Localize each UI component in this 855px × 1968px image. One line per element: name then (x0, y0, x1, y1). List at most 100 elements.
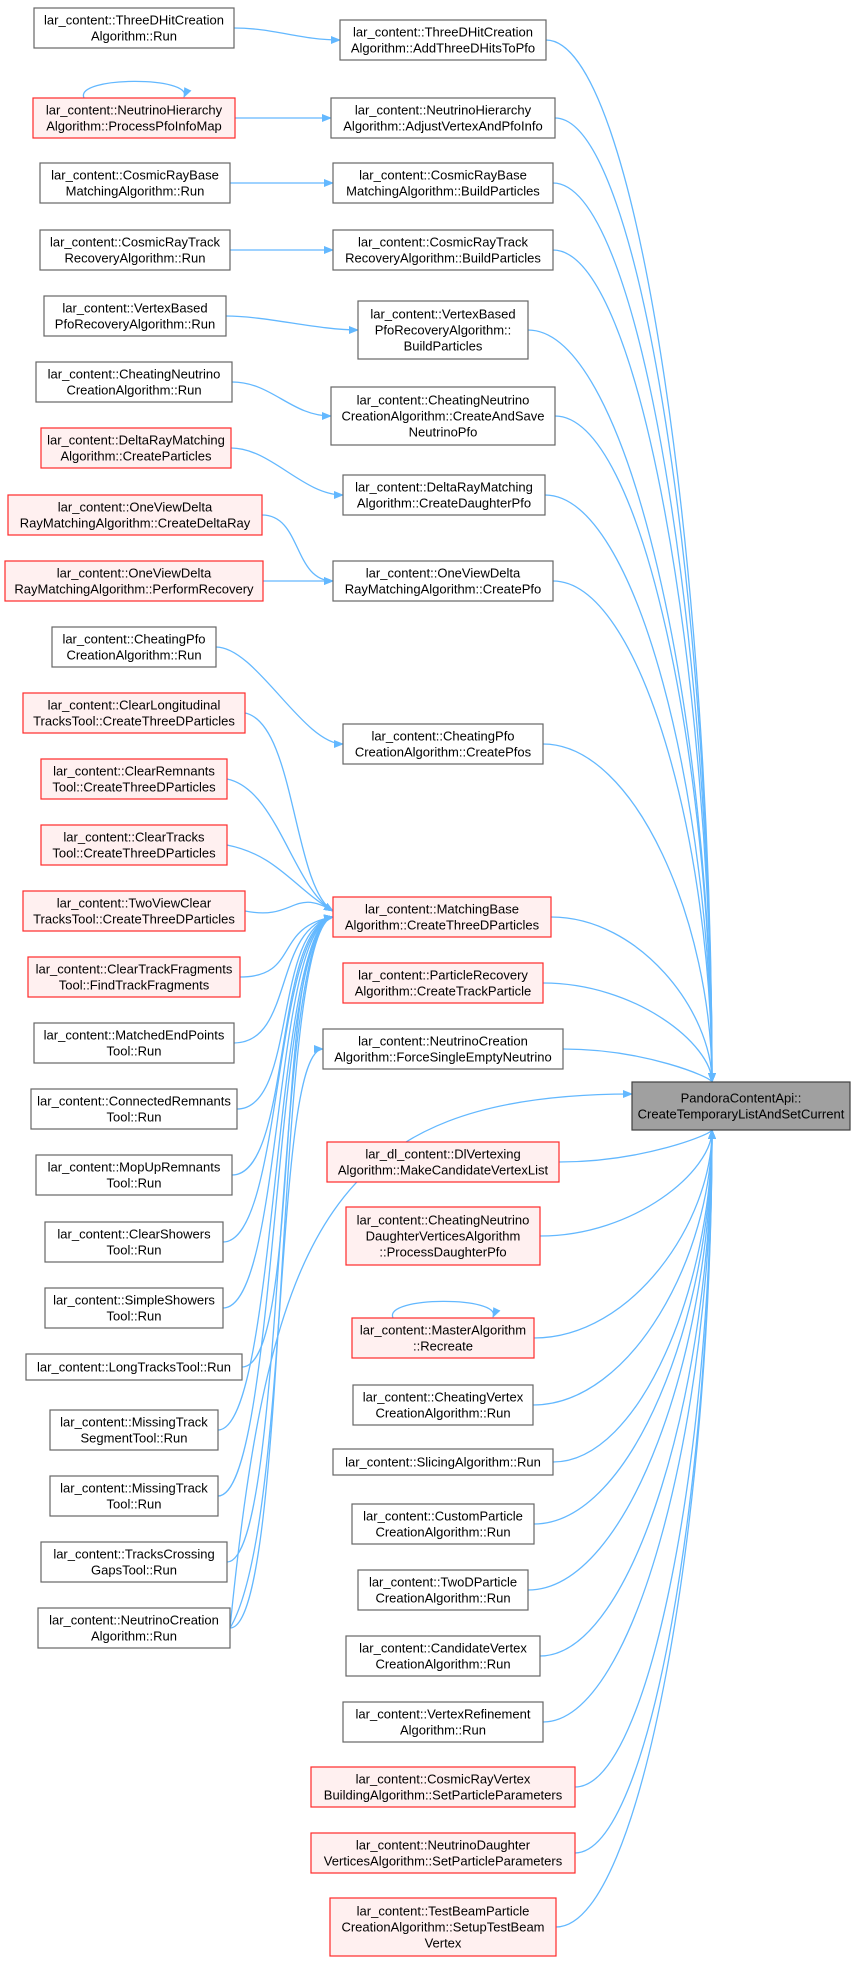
node-box (345, 1635, 541, 1677)
graph-node-m-tdp[interactable]: lar_content::TwoDParticleCreationAlgorit… (357, 1569, 529, 1611)
node-label-line: lar_content::NeutrinoDaughter (356, 1838, 531, 1853)
node-label-line: lar_content::NeutrinoHierarchy (355, 103, 532, 118)
node-label-line: lar_content::ConnectedRemnants (37, 1094, 231, 1109)
node-box (7, 494, 263, 536)
graph-node-m-crv[interactable]: lar_content::CosmicRayVertexBuildingAlgo… (310, 1766, 576, 1808)
graph-node-m-crbm[interactable]: lar_content::CosmicRayBaseMatchingAlgori… (332, 162, 554, 204)
node-label-line: TracksTool::CreateThreeDParticles (33, 714, 235, 729)
graph-node-m-cpa[interactable]: lar_content::CustomParticleCreationAlgor… (351, 1503, 535, 1545)
node-label-line: CreationAlgorithm::Run (66, 383, 201, 398)
graph-node-m-ma[interactable]: lar_content::MasterAlgorithm::Recreate (351, 1317, 535, 1359)
graph-node-l-ct[interactable]: lar_content::ClearTracksTool::CreateThre… (40, 824, 228, 866)
node-label-line: lar_content::OneViewDelta (58, 500, 213, 515)
graph-node-m-ncf[interactable]: lar_content::NeutrinoCreationAlgorithm::… (322, 1028, 564, 1070)
graph-node-l-drm[interactable]: lar_content::DeltaRayMatchingAlgorithm::… (40, 427, 232, 469)
graph-node-l-tvct[interactable]: lar_content::TwoViewClearTracksTool::Cre… (22, 890, 246, 932)
graph-node-m-drm[interactable]: lar_content::DeltaRayMatchingAlgorithm::… (342, 474, 546, 516)
graph-node-m-cv[interactable]: lar_content::CandidateVertexCreationAlgo… (345, 1635, 541, 1677)
node-label-line: lar_content::OneViewDelta (57, 566, 212, 581)
node-label-line: lar_content::MopUpRemnants (48, 1160, 221, 1175)
graph-node-l-clt[interactable]: lar_content::ClearLongitudinalTracksTool… (22, 692, 246, 734)
graph-node-l-tdh[interactable]: lar_content::ThreeDHitCreationAlgorithm:… (33, 7, 235, 49)
graph-node-m-cvc[interactable]: lar_content::CheatingVertexCreationAlgor… (352, 1384, 534, 1426)
graph-node-m-sl[interactable]: lar_content::SlicingAlgorithm::Run (332, 1448, 554, 1476)
edge-l-mts-to-m-mba (217, 914, 334, 1431)
node-label-line: lar_content::SimpleShowers (53, 1293, 215, 1308)
graph-node-l-vbpr[interactable]: lar_content::VertexBasedPfoRecoveryAlgor… (43, 295, 227, 337)
node-box (332, 560, 554, 602)
node-box (40, 1541, 228, 1583)
node-label-line: NeutrinoPfo (409, 425, 478, 440)
node-label-line: lar_content::SlicingAlgorithm::Run (345, 1455, 541, 1470)
node-label-line: CreationAlgorithm::CreateAndSave (341, 409, 544, 424)
edge-m-crbm-to-target (552, 182, 716, 1083)
node-box (39, 162, 231, 204)
graph-node-m-prc[interactable]: lar_content::ParticleRecoveryAlgorithm::… (342, 962, 544, 1004)
graph-node-l-cnc[interactable]: lar_content::CheatingNeutrinoCreationAlg… (35, 361, 233, 403)
node-label-line: lar_content::MissingTrack (60, 1481, 208, 1496)
graph-node-l-ovd2[interactable]: lar_content::OneViewDeltaRayMatchingAlgo… (4, 560, 264, 602)
node-label-line: lar_content::ThreeDHitCreation (353, 25, 533, 40)
node-label-line: lar_content::ClearTrackFragments (36, 962, 233, 977)
graph-node-l-cpc[interactable]: lar_content::CheatingPfoCreationAlgorith… (51, 626, 217, 668)
graph-node-l-mts[interactable]: lar_content::MissingTrackSegmentTool::Ru… (49, 1409, 219, 1451)
graph-node-m-cnc[interactable]: lar_content::CheatingNeutrinoCreationAlg… (330, 386, 556, 446)
node-label-line: Tool::Run (107, 1044, 162, 1059)
node-label-line: lar_content::NeutrinoCreation (49, 1613, 219, 1628)
node-box (40, 824, 228, 866)
node-label-line: lar_content::ClearTracks (63, 830, 205, 845)
node-label-line: VerticesAlgorithm::SetParticleParameters (324, 1854, 563, 1869)
graph-node-m-tbp[interactable]: lar_content::TestBeamParticleCreationAlg… (329, 1897, 557, 1957)
graph-node-l-cr[interactable]: lar_content::ClearRemnantsTool::CreateTh… (40, 758, 228, 800)
graph-node-m-vr[interactable]: lar_content::VertexRefinementAlgorithm::… (342, 1701, 544, 1743)
graph-node-m-mba[interactable]: lar_content::MatchingBaseAlgorithm::Crea… (332, 896, 552, 938)
graph-node-l-lt[interactable]: lar_content::LongTracksTool::Run (25, 1353, 243, 1381)
node-box (40, 427, 232, 469)
node-box (27, 956, 241, 998)
graph-node-m-cnd[interactable]: lar_content::CheatingNeutrinoDaughterVer… (345, 1206, 541, 1266)
node-label-line: lar_content::MatchingBase (365, 902, 519, 917)
node-box (22, 890, 246, 932)
graph-node-m-vbpr[interactable]: lar_content::VertexBasedPfoRecoveryAlgor… (357, 300, 529, 360)
graph-node-l-ctf[interactable]: lar_content::ClearTrackFragmentsTool::Fi… (27, 956, 241, 998)
graph-node-l-crtr[interactable]: lar_content::CosmicRayTrackRecoveryAlgor… (39, 229, 231, 271)
node-box (35, 361, 233, 403)
node-label-line: PandoraContentApi:: (681, 1091, 802, 1106)
edge-m-ncf-to-target (562, 1048, 716, 1083)
graph-node-m-tdh[interactable]: lar_content::ThreeDHitCreationAlgorithm:… (339, 19, 547, 61)
node-box (342, 723, 544, 765)
node-label-line: Tool::Run (107, 1110, 162, 1125)
node-box (342, 474, 546, 516)
graph-node-l-nh[interactable]: lar_content::NeutrinoHierarchyAlgorithm:… (32, 97, 236, 139)
node-label-line: lar_content::CosmicRayTrack (358, 235, 529, 250)
node-label-line: lar_content::ClearRemnants (53, 764, 215, 779)
node-box (342, 962, 544, 1004)
node-label-line: lar_content::LongTracksTool::Run (37, 1360, 231, 1375)
node-label-line: lar_content::ThreeDHitCreation (44, 13, 224, 28)
node-box (33, 7, 235, 49)
graph-node-m-crtr[interactable]: lar_content::CosmicRayTrackRecoveryAlgor… (332, 229, 554, 271)
graph-node-m-nh[interactable]: lar_content::NeutrinoHierarchyAlgorithm:… (330, 97, 556, 139)
graph-node-m-ovd[interactable]: lar_content::OneViewDeltaRayMatchingAlgo… (332, 560, 554, 602)
graph-node-target[interactable]: PandoraContentApi::CreateTemporaryListAn… (631, 1081, 851, 1131)
graph-node-l-crbm[interactable]: lar_content::CosmicRayBaseMatchingAlgori… (39, 162, 231, 204)
node-label-line: Algorithm::Run (91, 29, 177, 44)
graph-node-l-nc[interactable]: lar_content::NeutrinoCreationAlgorithm::… (37, 1607, 231, 1649)
edge-l-tvct-to-m-mba (244, 901, 334, 914)
node-label-line: Tool::CreateThreeDParticles (52, 846, 216, 861)
graph-node-m-ndv[interactable]: lar_content::NeutrinoDaughterVerticesAlg… (310, 1832, 576, 1874)
edge-m-ovd-to-target (552, 580, 716, 1083)
node-label-line: PfoRecoveryAlgorithm::Run (55, 317, 215, 332)
node-label-line: Algorithm::CreateThreeDParticles (345, 918, 540, 933)
graph-node-m-cpc[interactable]: lar_content::CheatingPfoCreationAlgorith… (342, 723, 544, 765)
graph-node-m-dlv[interactable]: lar_dl_content::DlVertexingAlgorithm::Ma… (326, 1141, 560, 1183)
graph-node-l-ovd1[interactable]: lar_content::OneViewDeltaRayMatchingAlgo… (7, 494, 263, 536)
